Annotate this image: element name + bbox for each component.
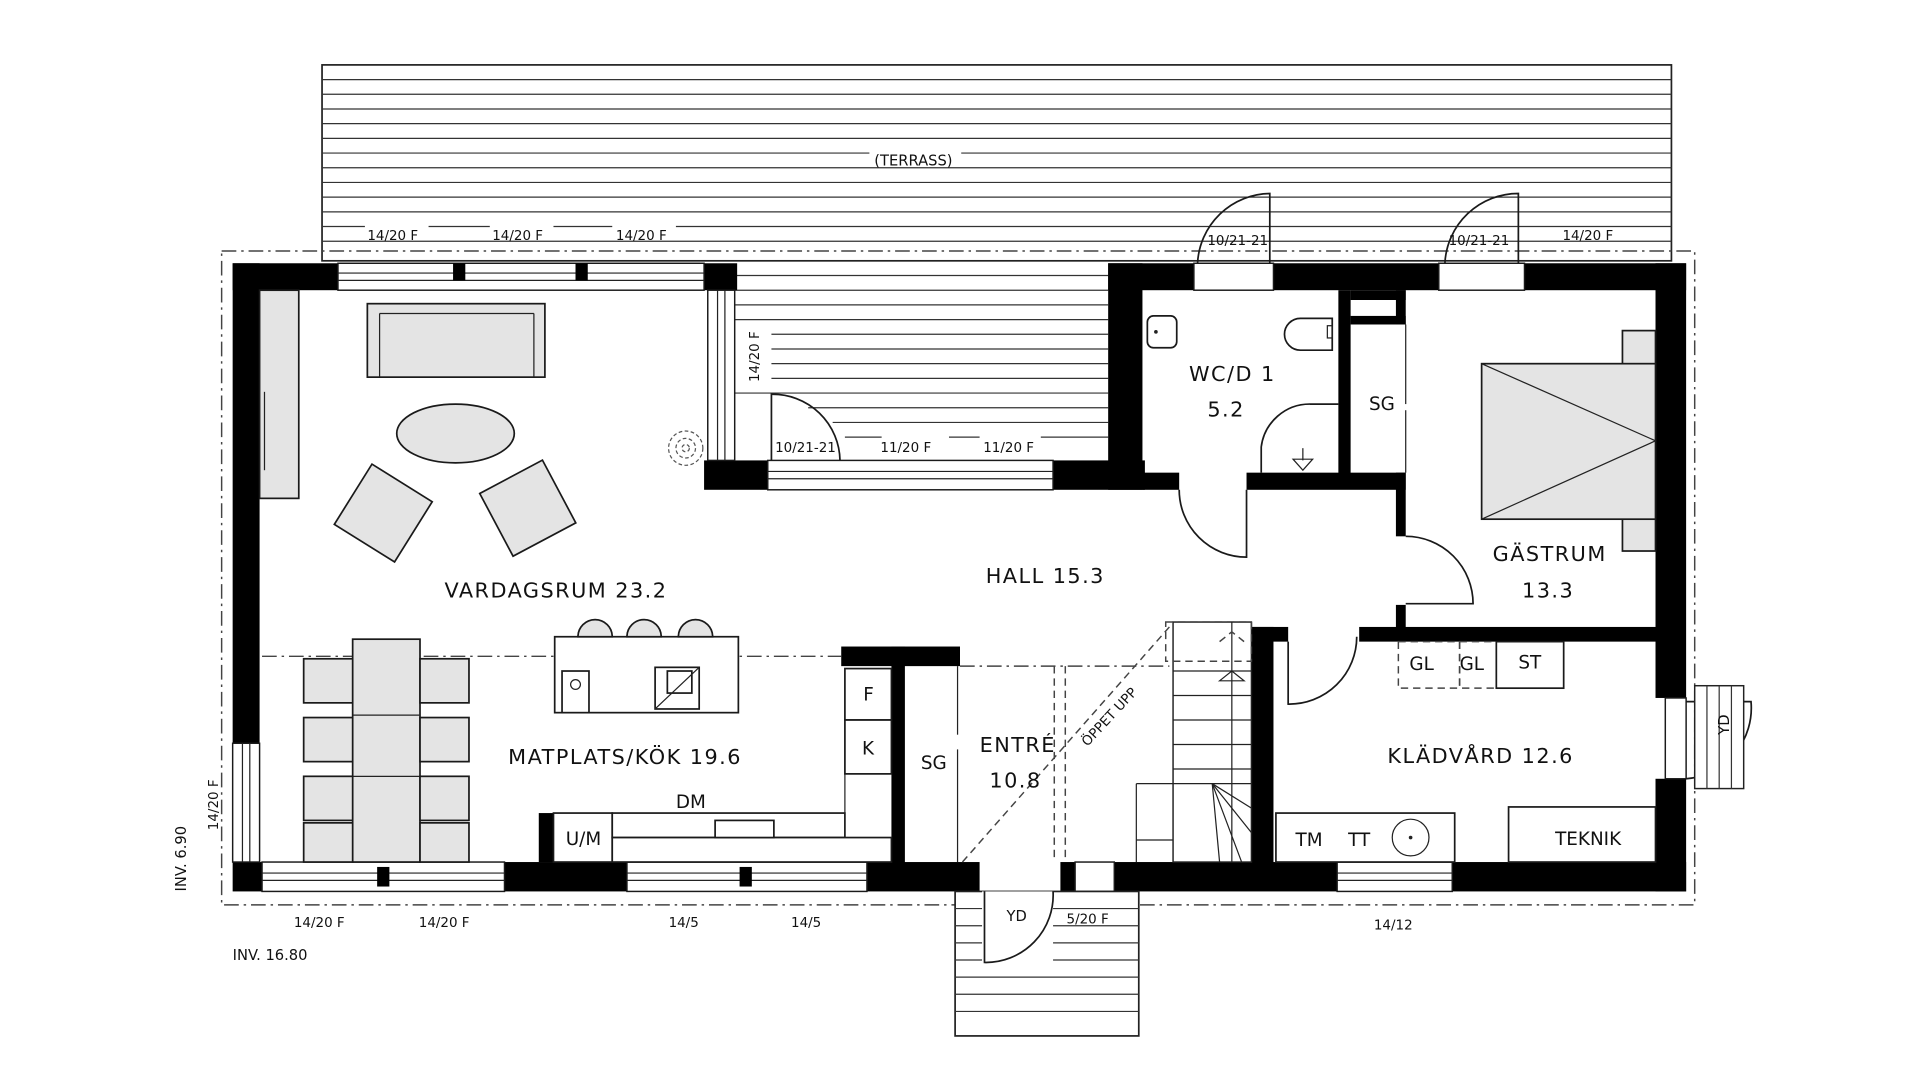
sofa <box>366 302 546 378</box>
freezer <box>844 719 893 775</box>
plant-icon <box>667 430 704 466</box>
room-label-gastrum: GÄSTRUM <box>1493 541 1607 566</box>
coffee-table <box>395 403 516 464</box>
laundry-fixtures <box>1275 640 1657 863</box>
label-stair-open: ÖPPET UPP <box>1077 683 1141 749</box>
window-label-bottom-2: 14/20 F <box>419 916 470 931</box>
room-label-wc: WC/D 1 <box>1189 362 1276 386</box>
side-steps <box>1693 684 1745 790</box>
door-label-terrace: 10/21-21 <box>775 441 836 456</box>
window-label-terrace-2: 11/20 F <box>983 441 1034 456</box>
guest-bed <box>1480 329 1657 552</box>
room-label-hall: HALL 15.3 <box>986 564 1105 588</box>
room-label-vardagsrum: VARDAGSRUM 23.2 <box>444 579 667 603</box>
label-yd-entry: YD <box>1006 908 1027 925</box>
armchair-right <box>478 458 577 558</box>
label-oven-micro: U/M <box>566 829 601 850</box>
label-st: ST <box>1518 653 1542 674</box>
label-freezer: K <box>862 738 875 759</box>
armchair-left <box>333 462 434 564</box>
door-label-guest: 10/21-21 <box>1449 234 1510 249</box>
room-area-wc: 5.2 <box>1207 397 1244 421</box>
level-label-bottom: INV. 16.80 <box>233 947 308 964</box>
window-label-top-3: 14/20 F <box>616 229 667 244</box>
label-tt: TT <box>1347 830 1371 851</box>
window-label-terrace-1: 11/20 F <box>880 441 931 456</box>
window-label-bottom-3: 14/5 <box>669 916 699 931</box>
window-label-bottom-entry: 5/20 F <box>1067 912 1109 927</box>
room-area-entre: 10.8 <box>989 768 1041 792</box>
label-gl-2: GL <box>1460 654 1485 675</box>
toilet-icon <box>1283 317 1334 352</box>
level-label-side: INV. 6.90 <box>173 826 190 892</box>
sink-icon <box>561 670 590 714</box>
door-label-wc: 10/21-21 <box>1207 234 1268 249</box>
fridge <box>844 667 893 721</box>
label-sg-entre: SG <box>921 753 947 774</box>
window-label-top-1: 14/20 F <box>367 229 418 244</box>
washbasin-icon <box>1146 315 1178 349</box>
living-furniture <box>258 289 704 564</box>
walls <box>232 263 1687 892</box>
room-area-gastrum: 13.3 <box>1522 579 1574 603</box>
window-label-top-2: 14/20 F <box>492 229 543 244</box>
label-teknik: TEKNIK <box>1554 829 1622 850</box>
entry-steps <box>954 890 1140 1037</box>
label-dishwasher: DM <box>676 792 706 813</box>
dining-table <box>351 638 421 863</box>
label-yd-side: YD <box>1716 714 1733 735</box>
floor-drain-icon <box>1291 458 1315 472</box>
window-label-top-right: 14/20 F <box>1562 229 1613 244</box>
room-label-kladvard: KLÄDVÅRD 12.6 <box>1387 742 1574 768</box>
terrace-label: (TERRASS) <box>874 152 952 169</box>
entry-stair <box>956 621 1253 863</box>
window-label-bottom-4: 14/5 <box>791 916 821 931</box>
window-label-bottom-right: 14/12 <box>1374 918 1413 933</box>
stair-up-arrow-icon <box>1217 670 1246 682</box>
sideboard <box>258 289 300 500</box>
label-fridge: F <box>863 684 874 705</box>
window-label-terrace-vertical: 14/20 F <box>748 331 763 382</box>
window-label-left-vertical: 14/20 F <box>207 779 222 830</box>
room-label-entre: ENTRÉ <box>980 732 1056 757</box>
label-gl-1: GL <box>1409 654 1434 675</box>
terrace: (TERRASS) <box>321 64 1673 438</box>
windows <box>231 262 1687 893</box>
window-label-bottom-1: 14/20 F <box>294 916 345 931</box>
room-label-matplats: MATPLATS/KÖK 19.6 <box>508 744 742 769</box>
label-tm: TM <box>1295 830 1323 851</box>
kitchen-furniture <box>262 618 893 863</box>
label-sg-wc: SG <box>1369 394 1395 415</box>
wc-fixtures <box>1146 315 1407 473</box>
